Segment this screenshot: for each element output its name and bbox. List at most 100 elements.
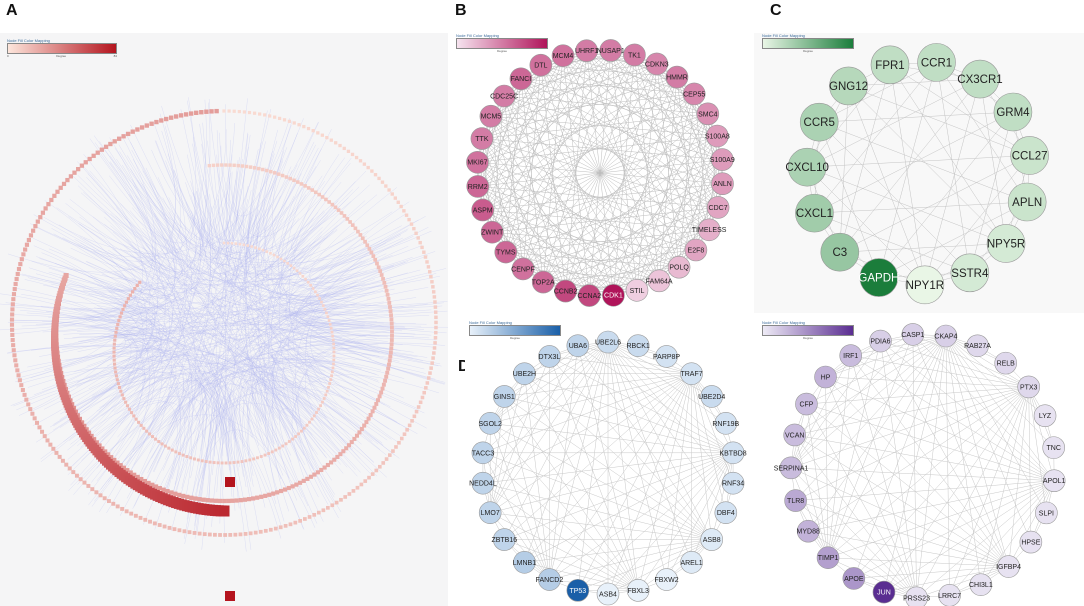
- node-cxcl1[interactable]: CXCL1: [795, 193, 834, 233]
- node-rab27a[interactable]: RAB27A: [964, 334, 991, 358]
- node-lmo7[interactable]: LMO7: [478, 501, 502, 524]
- node-ccnb2[interactable]: CCNB2: [554, 279, 578, 303]
- node-gapdh[interactable]: GAPDH: [858, 258, 899, 297]
- node-fbxl3[interactable]: FBXL3: [626, 579, 650, 602]
- node-cx3cr1[interactable]: CX3CR1: [957, 59, 1003, 99]
- node-mcm4[interactable]: MCM4: [551, 44, 575, 67]
- node-lyz[interactable]: LYZ: [1033, 404, 1057, 427]
- node-chi3l1[interactable]: CHI3L1: [969, 573, 993, 596]
- node-asb8[interactable]: ASB8: [700, 528, 723, 551]
- node-rnf19b[interactable]: RNF19B: [712, 412, 740, 435]
- node-kbtbd8[interactable]: KBTBD8: [719, 441, 747, 465]
- node-relb[interactable]: RELB: [994, 351, 1018, 375]
- node-rnf34[interactable]: RNF34: [721, 471, 745, 495]
- node-hp[interactable]: HP: [814, 365, 837, 389]
- node-s100a8[interactable]: S100A8: [705, 124, 730, 148]
- node-zbtb16[interactable]: ZBTB16: [491, 528, 517, 551]
- node-arel1[interactable]: AREL1: [680, 551, 703, 574]
- node-fam64a[interactable]: FAM64A: [646, 269, 673, 293]
- network-node: [399, 204, 403, 209]
- node-cxcl10[interactable]: CXCL10: [785, 147, 829, 187]
- node-ccr5[interactable]: CCR5: [799, 102, 839, 142]
- node-myd88[interactable]: MYD88: [797, 519, 820, 543]
- node-apoe[interactable]: APOE: [842, 567, 866, 590]
- node-uhrf1[interactable]: UHRF1: [575, 39, 598, 63]
- node-uba6[interactable]: UBA6: [566, 334, 590, 357]
- node-ttk[interactable]: TTK: [470, 127, 494, 150]
- node-cdk1[interactable]: CDK1: [602, 283, 625, 307]
- node-fancd2[interactable]: FANCD2: [536, 568, 564, 591]
- node-ube2l6[interactable]: UBE2L6: [595, 330, 621, 354]
- node-apln[interactable]: APLN: [1007, 182, 1047, 222]
- node-dbf4[interactable]: DBF4: [714, 501, 738, 524]
- node-traf7[interactable]: TRAF7: [680, 362, 703, 385]
- node-sgol2[interactable]: SGOL2: [479, 412, 502, 435]
- node-ube2h[interactable]: UBE2H: [513, 362, 536, 385]
- node-timeless[interactable]: TIMELESS: [692, 218, 727, 242]
- node-fanci[interactable]: FANCI: [509, 67, 533, 91]
- node-gng12[interactable]: GNG12: [829, 66, 868, 106]
- node-slpi[interactable]: SLPI: [1035, 501, 1058, 525]
- node-zwint[interactable]: ZWINT: [480, 220, 504, 244]
- node-apol1[interactable]: APOL1: [1042, 469, 1066, 493]
- node-s100a9[interactable]: S100A9: [710, 148, 735, 171]
- node-cdkn3[interactable]: CDKN3: [645, 52, 669, 76]
- node-ptx3[interactable]: PTX3: [1017, 375, 1040, 399]
- network-edge: [264, 150, 351, 397]
- node-ccl27[interactable]: CCL27: [1010, 136, 1049, 175]
- node-vcan[interactable]: VCAN: [783, 423, 807, 447]
- node-cep55[interactable]: CEP55: [682, 82, 706, 106]
- node-asb4[interactable]: ASB4: [596, 582, 620, 606]
- node-ccr1[interactable]: CCR1: [917, 43, 956, 82]
- node-igfbp4[interactable]: IGFBP4: [996, 555, 1021, 578]
- node-pdia6[interactable]: PDIA6: [869, 329, 892, 353]
- node-rbck1[interactable]: RBCK1: [626, 334, 650, 357]
- node-tp53[interactable]: TP53: [566, 579, 590, 602]
- node-smc4[interactable]: SMC4: [696, 102, 720, 126]
- node-timp1[interactable]: TIMP1: [816, 546, 840, 569]
- node-ckap4[interactable]: CKAP4: [934, 324, 957, 348]
- node-tyms[interactable]: TYMS: [494, 240, 518, 264]
- node-hmmr[interactable]: HMMR: [665, 65, 689, 89]
- node-cfp[interactable]: CFP: [795, 392, 818, 416]
- node-ube2d4[interactable]: UBE2D4: [698, 385, 725, 408]
- node-aspm[interactable]: ASPM: [471, 198, 494, 222]
- node-jun[interactable]: JUN: [872, 580, 896, 604]
- node-tacc3[interactable]: TACC3: [471, 441, 495, 465]
- node-c3[interactable]: C3: [820, 232, 860, 272]
- node-grm4[interactable]: GRM4: [993, 92, 1033, 132]
- node-lmnb1[interactable]: LMNB1: [513, 551, 536, 574]
- node-gins1[interactable]: GINS1: [493, 385, 516, 408]
- node-dtx3l[interactable]: DTX3L: [538, 345, 561, 368]
- node-casp1[interactable]: CASP1: [901, 323, 924, 346]
- node-tlr8[interactable]: TLR8: [784, 489, 807, 512]
- node-hpse[interactable]: HPSE: [1019, 530, 1043, 554]
- node-anln[interactable]: ANLN: [711, 172, 734, 196]
- node-top2a[interactable]: TOP2A: [532, 270, 555, 294]
- node-serpina1[interactable]: SERPINA1: [774, 456, 809, 480]
- node-parp8p[interactable]: PARP8P: [653, 345, 680, 368]
- node-tnc[interactable]: TNC: [1042, 436, 1066, 459]
- node-prss23[interactable]: PRSS23: [903, 586, 930, 606]
- node-rrm2[interactable]: RRM2: [466, 175, 490, 198]
- node-nedd4l[interactable]: NEDD4L: [469, 471, 497, 495]
- node-cenpf[interactable]: CENPF: [511, 257, 535, 281]
- node-tk1[interactable]: TK1: [623, 43, 646, 67]
- node-irf1[interactable]: IRF1: [839, 344, 863, 367]
- node-ccna2[interactable]: CCNA2: [577, 284, 601, 307]
- node-e2f8[interactable]: E2F8: [684, 238, 708, 262]
- node-cdc7[interactable]: CDC7: [706, 196, 730, 219]
- node-sstr4[interactable]: SSTR4: [950, 253, 990, 293]
- node-fpr1[interactable]: FPR1: [870, 45, 910, 85]
- node-dtl[interactable]: DTL: [529, 53, 553, 77]
- node-npy5r[interactable]: NPY5R: [986, 224, 1026, 263]
- node-stil[interactable]: STIL: [625, 279, 649, 302]
- node-nusap1[interactable]: NUSAP1: [597, 39, 625, 62]
- node-lrrc7[interactable]: LRRC7: [938, 584, 961, 606]
- node-mcm5[interactable]: MCM5: [479, 104, 503, 128]
- node-npy1r[interactable]: NPY1R: [905, 265, 945, 305]
- node-polq[interactable]: POLQ: [667, 255, 691, 279]
- node-cdc25c[interactable]: CDC25C: [490, 84, 518, 108]
- node-mki67[interactable]: MKI67: [466, 150, 489, 174]
- node-fbxw2[interactable]: FBXW2: [654, 568, 679, 591]
